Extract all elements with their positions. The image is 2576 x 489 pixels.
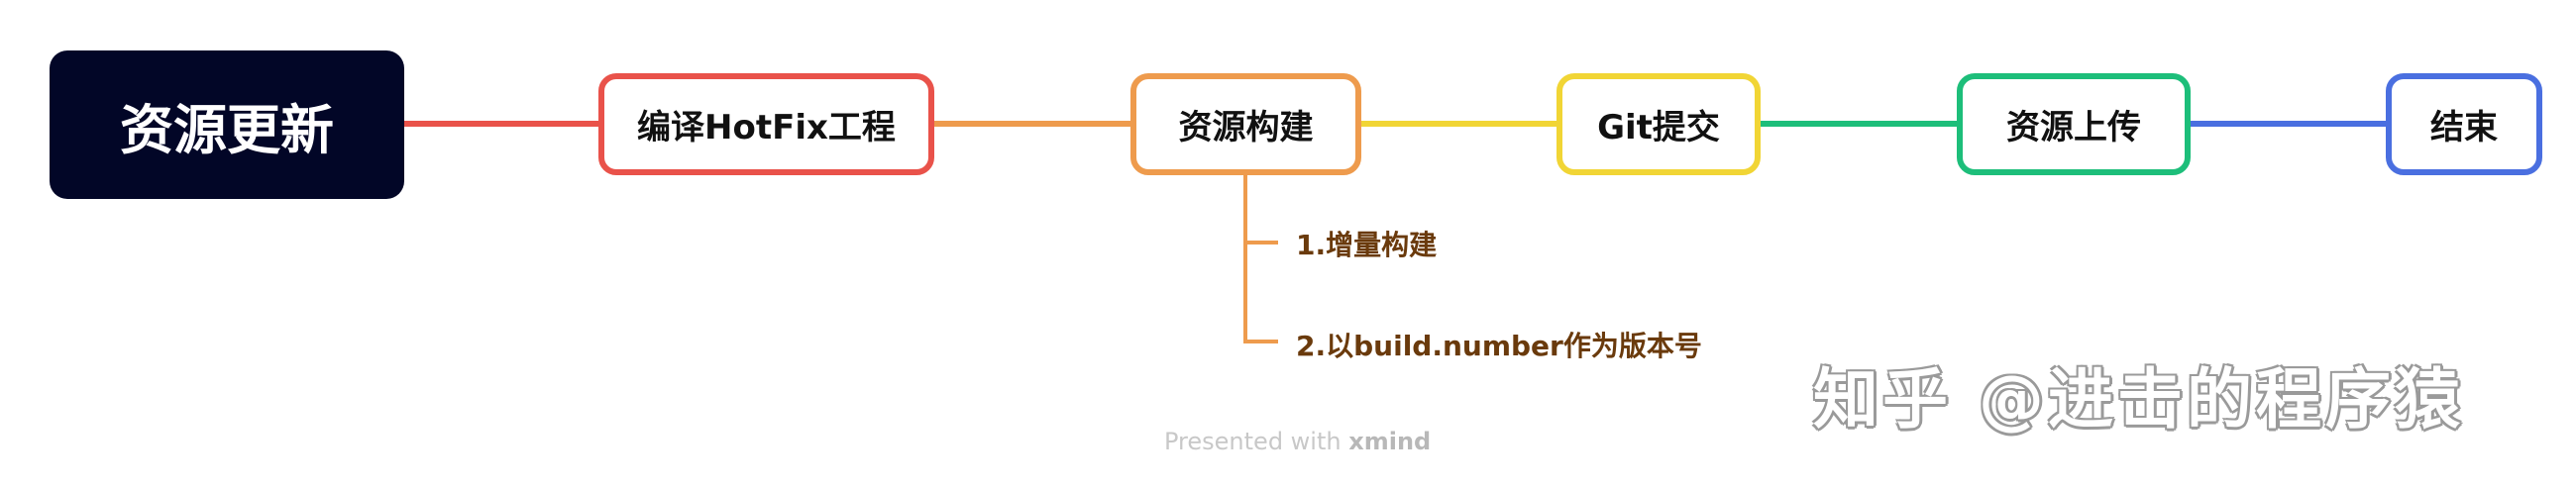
root-node[interactable]: 资源更新 (50, 50, 404, 199)
step-node-resource-upload[interactable]: 资源上传 (1957, 73, 2191, 175)
step-node-git-commit[interactable]: Git提交 (1556, 73, 1761, 175)
connector-step2-children (1243, 175, 1278, 343)
footer-credit: Presented with xmind (1164, 428, 1431, 455)
step-node-resource-build[interactable]: 资源构建 (1130, 73, 1361, 175)
step-node-end[interactable]: 结束 (2386, 73, 2542, 175)
subtopic-build-number-version[interactable]: 2.以build.number作为版本号 (1296, 330, 1702, 362)
step-node-compile-hotfix[interactable]: 编译HotFix工程 (598, 73, 934, 175)
subtopic-incremental-build[interactable]: 1.增量构建 (1296, 229, 1438, 261)
footer-brand: xmind (1348, 428, 1432, 455)
watermark-text: 知乎 @进击的程序猿 (1813, 361, 2464, 438)
footer-presented-with: Presented with (1164, 428, 1342, 455)
